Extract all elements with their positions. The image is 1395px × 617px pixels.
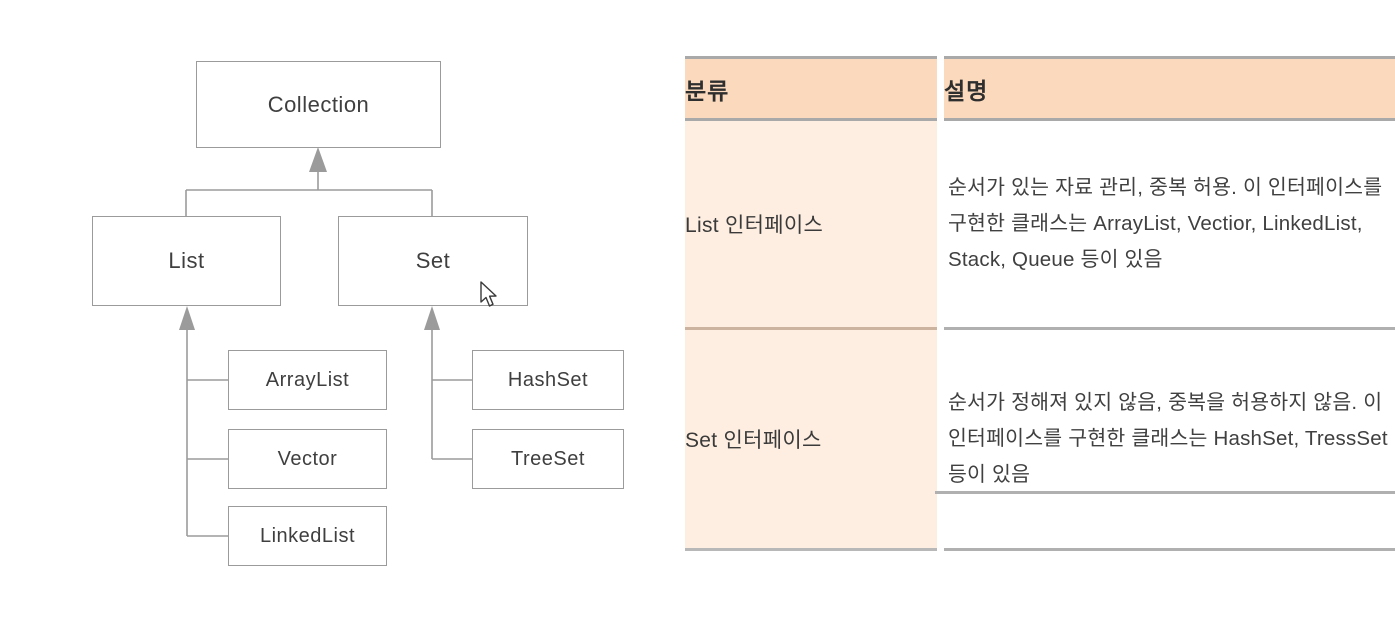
diagram-node-set[interactable]: Set [338,216,528,306]
table-row: Set 인터페이스 순서가 정해져 있지 않음, 중복을 허용하지 않음. 이 … [685,330,1395,551]
diagram-node-hashset[interactable]: HashSet [472,350,624,410]
diagram-node-linkedlist[interactable]: LinkedList [228,506,387,566]
cell-category: Set 인터페이스 [685,330,937,551]
node-label: Collection [267,91,370,117]
column-header-category: 분류 [685,56,937,121]
node-label: Set [415,248,451,273]
node-label: List [168,248,205,273]
table-header-row: 분류 설명 [685,56,1395,121]
node-label: Vector [277,447,338,470]
node-label: LinkedList [259,524,356,547]
diagram-node-treeset[interactable]: TreeSet [472,429,624,489]
collection-interface-table: 분류 설명 List 인터페이스 순서가 있는 자료 관리, 중복 허용. 이 … [678,56,1395,551]
column-header-description: 설명 [944,56,1395,121]
diagram-node-arraylist[interactable]: ArrayList [228,350,387,410]
cell-description: 순서가 정해져 있지 않음, 중복을 허용하지 않음. 이 인터페이스를 구현한… [944,330,1395,551]
table-row: List 인터페이스 순서가 있는 자료 관리, 중복 허용. 이 인터페이스를… [685,121,1395,330]
node-label: TreeSet [511,447,585,470]
diagram-node-collection[interactable]: Collection [196,61,441,148]
diagram-node-list[interactable]: List [92,216,281,306]
collection-hierarchy-diagram: Collection List Set ArrayList Vector Lin… [0,0,660,617]
cell-description: 순서가 있는 자료 관리, 중복 허용. 이 인터페이스를 구현한 클래스는 A… [944,121,1395,330]
node-label: HashSet [507,368,589,391]
cell-category: List 인터페이스 [685,121,937,330]
diagram-node-vector[interactable]: Vector [228,429,387,489]
table-bottom-rule [935,491,1395,494]
node-label: ArrayList [265,368,350,391]
